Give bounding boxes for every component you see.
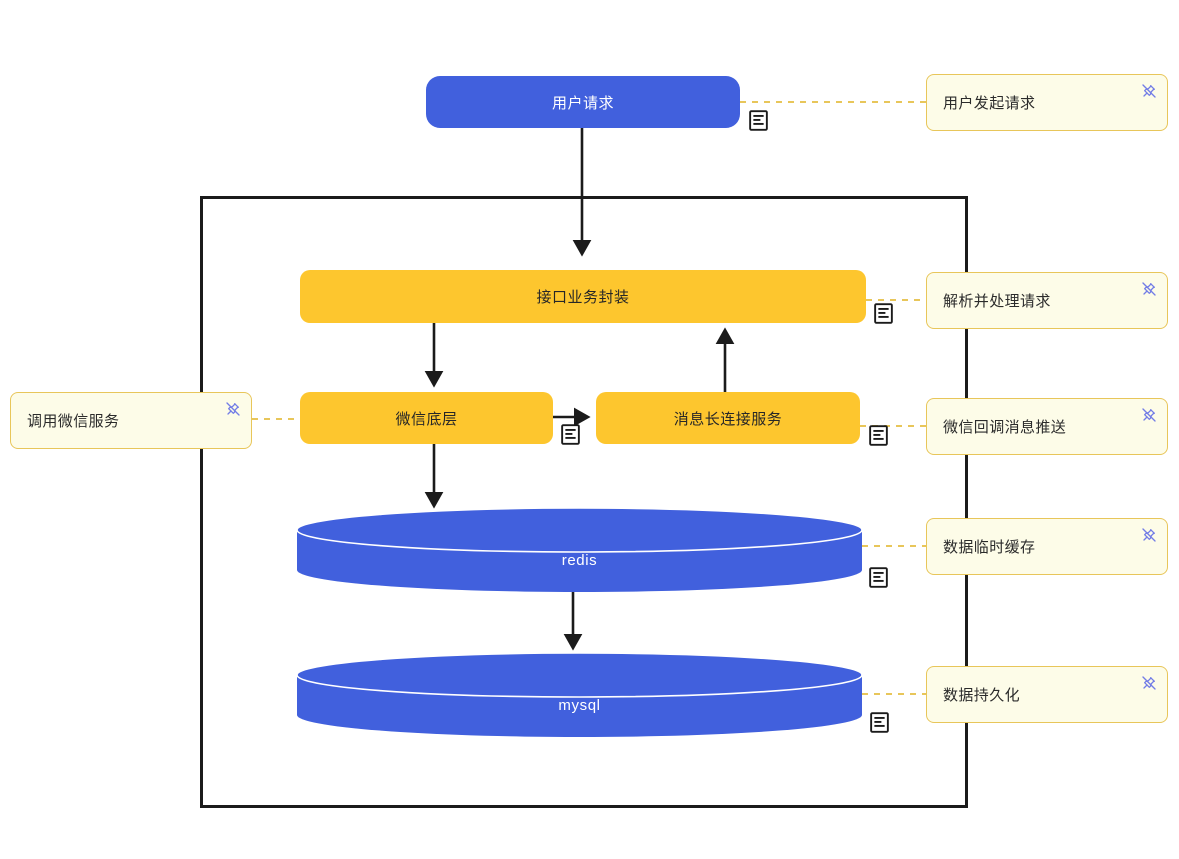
note-text: 调用微信服务 xyxy=(27,413,120,430)
node-label: 用户请求 xyxy=(551,94,614,112)
note-text: 数据临时缓存 xyxy=(943,539,1036,556)
cylinder-shape xyxy=(297,653,862,737)
badge-long-conn[interactable] xyxy=(869,425,888,446)
node-mysql[interactable]: mysql xyxy=(297,653,862,737)
node-long-conn[interactable]: 消息长连接服务 xyxy=(596,392,860,444)
note-api-wrapper[interactable]: 解析并处理请求 xyxy=(926,272,1168,329)
node-label: 消息长连接服务 xyxy=(673,410,783,428)
node-label: 微信底层 xyxy=(395,410,458,428)
document-icon xyxy=(869,425,888,446)
node-user-request[interactable]: 用户请求 xyxy=(426,76,740,128)
note-wechat-core[interactable]: 调用微信服务 xyxy=(10,392,252,449)
note-text: 用户发起请求 xyxy=(943,95,1036,112)
badge-user-request[interactable] xyxy=(749,110,768,131)
cylinder-shape xyxy=(297,508,862,592)
pin-off-icon[interactable] xyxy=(1141,527,1157,543)
node-wechat-core[interactable]: 微信底层 xyxy=(300,392,553,444)
node-label: redis xyxy=(561,552,598,569)
pin-off-icon[interactable] xyxy=(225,401,241,417)
badge-redis[interactable] xyxy=(869,567,888,588)
pin-off-icon[interactable] xyxy=(1141,675,1157,691)
note-user-request[interactable]: 用户发起请求 xyxy=(926,74,1168,131)
note-text: 数据持久化 xyxy=(943,687,1021,704)
note-mysql[interactable]: 数据持久化 xyxy=(926,666,1168,723)
note-text: 微信回调消息推送 xyxy=(943,419,1067,436)
node-label: 接口业务封装 xyxy=(536,289,630,306)
pin-off-icon[interactable] xyxy=(1141,83,1157,99)
pin-off-icon[interactable] xyxy=(1141,281,1157,297)
document-icon xyxy=(749,110,768,131)
badge-mysql[interactable] xyxy=(870,712,889,733)
system-boundary xyxy=(200,196,968,808)
node-label: mysql xyxy=(558,697,601,714)
document-icon xyxy=(561,424,580,445)
pin-off-icon[interactable] xyxy=(1141,407,1157,423)
node-redis[interactable]: redis xyxy=(297,508,862,592)
document-icon xyxy=(869,567,888,588)
note-long-conn[interactable]: 微信回调消息推送 xyxy=(926,398,1168,455)
note-redis[interactable]: 数据临时缓存 xyxy=(926,518,1168,575)
badge-wechat-core[interactable] xyxy=(561,424,580,445)
note-text: 解析并处理请求 xyxy=(943,293,1051,310)
document-icon xyxy=(870,712,889,733)
badge-api-wrapper[interactable] xyxy=(874,303,893,324)
document-icon xyxy=(874,303,893,324)
node-api-wrapper[interactable]: 接口业务封装 xyxy=(300,270,866,323)
